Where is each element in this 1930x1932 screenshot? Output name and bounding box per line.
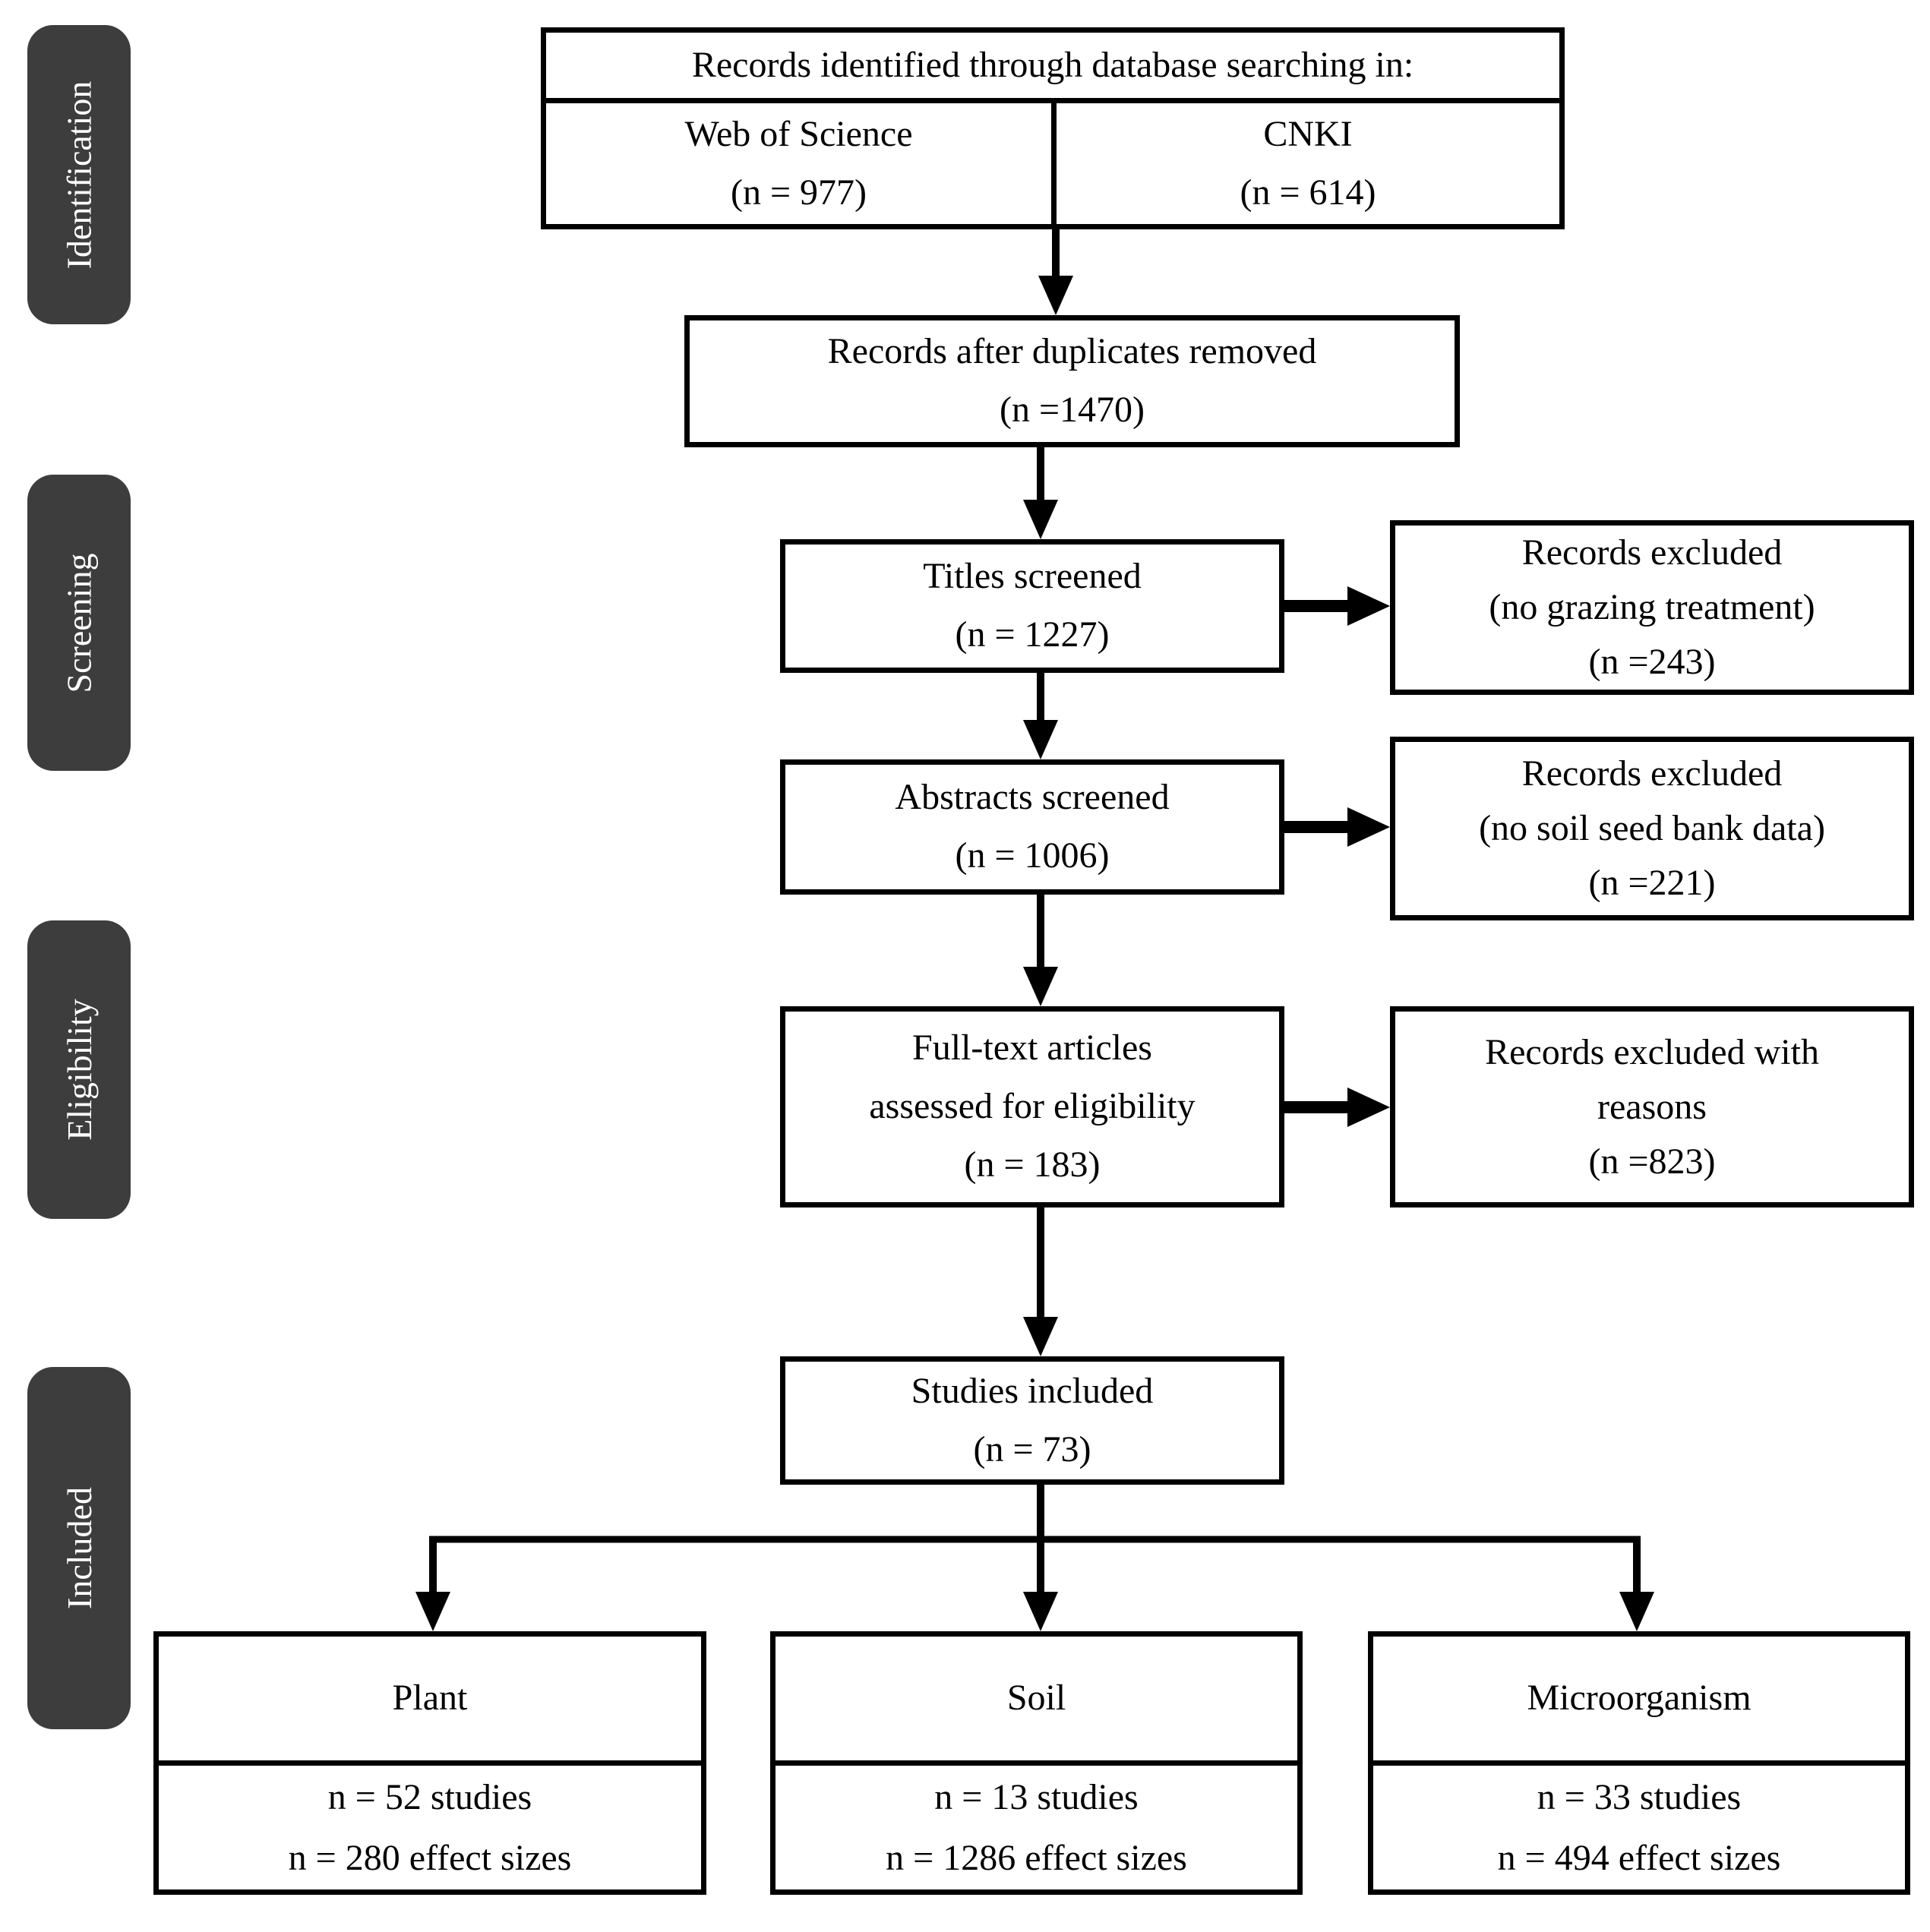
outcome-effect-sizes: n = 280 effect sizes [288, 1837, 572, 1878]
outcome-studies: n = 33 studies [1537, 1777, 1742, 1818]
stage-label: Eligibility [59, 999, 99, 1141]
stage-label: Screening [59, 553, 99, 693]
source-web-of-science: Web of Science (n = 977) [546, 103, 1057, 224]
outcome-stats: n = 13 studies n = 1286 effect sizes [775, 1766, 1297, 1889]
box-count: (n = 183) [964, 1144, 1101, 1185]
box-label: Records excluded with [1485, 1031, 1819, 1072]
outcome-studies: n = 52 studies [327, 1777, 532, 1818]
box-label: Abstracts screened [895, 777, 1170, 818]
arrowhead-down [1023, 1317, 1058, 1356]
arrowhead-down [1023, 720, 1058, 759]
outcome-studies: n = 13 studies [934, 1777, 1139, 1818]
box-count: (n = 1006) [955, 835, 1110, 876]
source-name: Web of Science [684, 113, 913, 154]
stage-included: Included [27, 1367, 131, 1729]
source-name: CNKI [1263, 113, 1353, 154]
source-count: (n = 614) [1240, 172, 1376, 213]
arrowhead-right [1347, 1088, 1390, 1127]
arrowhead-down [415, 1592, 450, 1631]
outcome-soil-box: Soil n = 13 studies n = 1286 effect size… [770, 1631, 1303, 1895]
outcome-plant-box: Plant n = 52 studies n = 280 effect size… [153, 1631, 706, 1895]
titles-excluded-box: Records excluded (no grazing treatment) … [1390, 520, 1914, 695]
box-label-2: assessed for eligibility [869, 1086, 1196, 1127]
records-identified-sources: Web of Science (n = 977) CNKI (n = 614) [546, 103, 1559, 224]
outcome-title: Plant [159, 1637, 701, 1766]
arrowhead-right [1347, 586, 1390, 626]
abstracts-excluded-box: Records excluded (no soil seed bank data… [1390, 737, 1914, 920]
stage-eligibility: Eligibility [27, 920, 131, 1219]
box-label: Records excluded [1521, 532, 1783, 573]
box-count: (n = 73) [973, 1428, 1091, 1470]
fulltext-assessed-box: Full-text articles assessed for eligibil… [780, 1006, 1284, 1208]
outcome-microorganism-box: Microorganism n = 33 studies n = 494 eff… [1368, 1631, 1910, 1895]
arrowhead-down [1023, 1592, 1058, 1631]
box-label: Records excluded [1521, 753, 1783, 794]
source-count: (n = 977) [730, 172, 867, 213]
box-count: (n =221) [1588, 863, 1716, 903]
outcome-effect-sizes: n = 1286 effect sizes [886, 1837, 1187, 1878]
box-count: (n = 1227) [955, 614, 1110, 655]
source-cnki: CNKI (n = 614) [1057, 103, 1559, 224]
box-label: Titles screened [923, 556, 1142, 597]
arrowhead-down [1023, 967, 1058, 1006]
outcome-title: Microorganism [1373, 1637, 1905, 1766]
stage-identification: Identification [27, 25, 131, 324]
titles-screened-box: Titles screened (n = 1227) [780, 539, 1284, 673]
outcome-stats: n = 52 studies n = 280 effect sizes [159, 1766, 701, 1889]
records-identified-header: Records identified through database sear… [546, 33, 1559, 103]
fulltext-excluded-box: Records excluded with reasons (n =823) [1390, 1006, 1914, 1208]
records-identified-box: Records identified through database sear… [541, 27, 1565, 229]
outcome-stats: n = 33 studies n = 494 effect sizes [1373, 1766, 1905, 1889]
arrowhead-down [1619, 1592, 1654, 1631]
abstracts-screened-box: Abstracts screened (n = 1006) [780, 759, 1284, 895]
stage-label: Identification [59, 80, 99, 269]
stage-screening: Screening [27, 475, 131, 771]
stage-label: Included [59, 1487, 99, 1609]
arrowhead-right [1347, 807, 1390, 847]
studies-included-box: Studies included (n = 73) [780, 1356, 1284, 1485]
box-count: (n =823) [1588, 1141, 1716, 1182]
arrowhead-down [1023, 500, 1058, 539]
box-label: Records after duplicates removed [827, 331, 1317, 372]
box-count: (n =1470) [999, 390, 1145, 430]
box-reason: (no grazing treatment) [1489, 587, 1815, 627]
outcome-title: Soil [775, 1637, 1297, 1766]
box-label-2: reasons [1597, 1086, 1707, 1127]
outcome-effect-sizes: n = 494 effect sizes [1497, 1837, 1781, 1878]
arrowhead-down [1038, 276, 1073, 315]
duplicates-removed-box: Records after duplicates removed (n =147… [684, 315, 1460, 447]
box-label: Studies included [911, 1370, 1154, 1411]
box-reason: (no soil seed bank data) [1479, 808, 1825, 848]
box-count: (n =243) [1588, 642, 1716, 682]
box-label: Full-text articles [912, 1028, 1152, 1069]
